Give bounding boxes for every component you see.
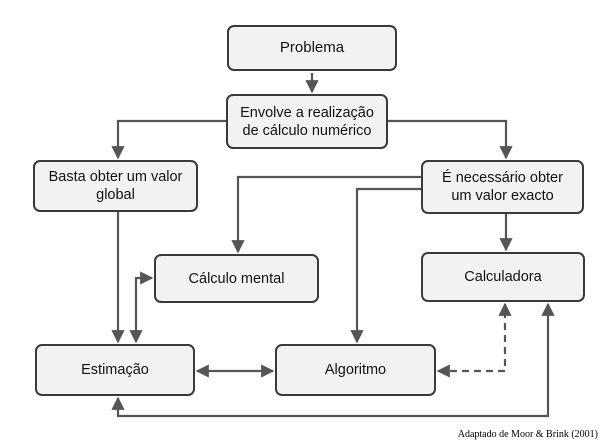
- node-algoritmo-label: Algoritmo: [324, 362, 387, 378]
- node-envolve-line2: de cálculo numérico: [242, 122, 372, 139]
- edge-algoritmo-calculadora-dashed: [436, 302, 512, 378]
- node-calculadora-label: Calculadora: [464, 269, 542, 285]
- source-credit: Adaptado de Moor & Brink (2001): [457, 429, 598, 440]
- edge-envolve-necessario: [388, 119, 513, 160]
- node-calculadora: Calculadora: [421, 252, 585, 302]
- node-calculo-mental-label: Cálculo mental: [188, 270, 285, 287]
- node-envolve: Envolve a realização de cálculo numérico: [226, 94, 388, 149]
- node-basta: Basta obter um valor global: [33, 160, 198, 212]
- node-necessario-line2: um valor exacto: [451, 188, 554, 204]
- node-basta-line1: Basta obter um valor: [48, 169, 183, 185]
- edge-necessario-algoritmo: [350, 187, 421, 344]
- node-basta-line2: global: [96, 187, 135, 203]
- edge-estimacao-calculadora-loop: [111, 302, 555, 418]
- edge-envolve-basta: [111, 119, 226, 160]
- node-problema-label: Problema: [279, 39, 345, 56]
- node-estimacao-label: Estimação: [81, 362, 149, 378]
- node-problema: Problema: [227, 25, 397, 71]
- node-necessario-line1: É necessário obter: [442, 170, 563, 186]
- node-envolve-line1: Envolve a realização: [240, 104, 374, 121]
- node-algoritmo: Algoritmo: [275, 344, 436, 396]
- node-necessario: É necessário obter um valor exacto: [421, 160, 584, 214]
- node-estimacao: Estimação: [35, 344, 195, 396]
- node-calculo-mental: Cálculo mental: [154, 254, 319, 303]
- edge-estimacao-calculo-mental: [129, 271, 154, 344]
- edge-necessario-calculo-mental: [231, 175, 421, 254]
